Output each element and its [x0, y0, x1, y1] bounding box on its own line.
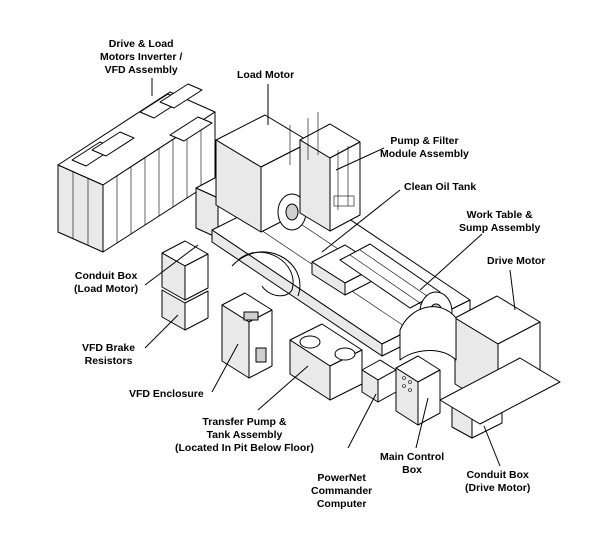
label-transfer-pump: Transfer Pump & Tank Assembly (Located I… — [175, 416, 314, 454]
load-motor — [215, 114, 311, 233]
label-work-table: Work Table & Sump Assembly — [459, 209, 541, 234]
drive-motor-base — [439, 357, 561, 425]
label-vfd-brake: VFD Brake Resistors — [82, 342, 136, 367]
label-pump-filter: Pump & Filter Module Assembly — [380, 135, 469, 160]
work-table — [339, 243, 441, 309]
label-powernet: PowerNet Commander Computer — [311, 472, 373, 510]
label-conduit-box-drive: Conduit Box (Drive Motor) — [465, 469, 531, 494]
label-conduit-box-load: Conduit Box (Load Motor) — [74, 270, 139, 295]
pump-filter-module — [289, 112, 361, 232]
transfer-pump-tank — [289, 323, 363, 401]
vfd-brake-resistors — [161, 240, 209, 331]
label-vfd-enclosure: VFD Enclosure — [129, 388, 204, 400]
label-main-control: Main Control Box — [380, 451, 445, 476]
powernet-computer — [361, 359, 397, 403]
leader-lines — [144, 78, 516, 467]
main-control-box — [395, 355, 441, 426]
vfd-enclosure — [221, 292, 273, 379]
label-drive-load-inverter: Drive & Load Motors Inverter / VFD Assem… — [100, 38, 183, 76]
label-drive-motor: Drive Motor — [487, 255, 546, 267]
label-load-motor: Load Motor — [237, 69, 295, 81]
vfd-cabinet-bank — [57, 83, 216, 253]
label-clean-oil-tank: Clean Oil Tank — [404, 181, 477, 193]
